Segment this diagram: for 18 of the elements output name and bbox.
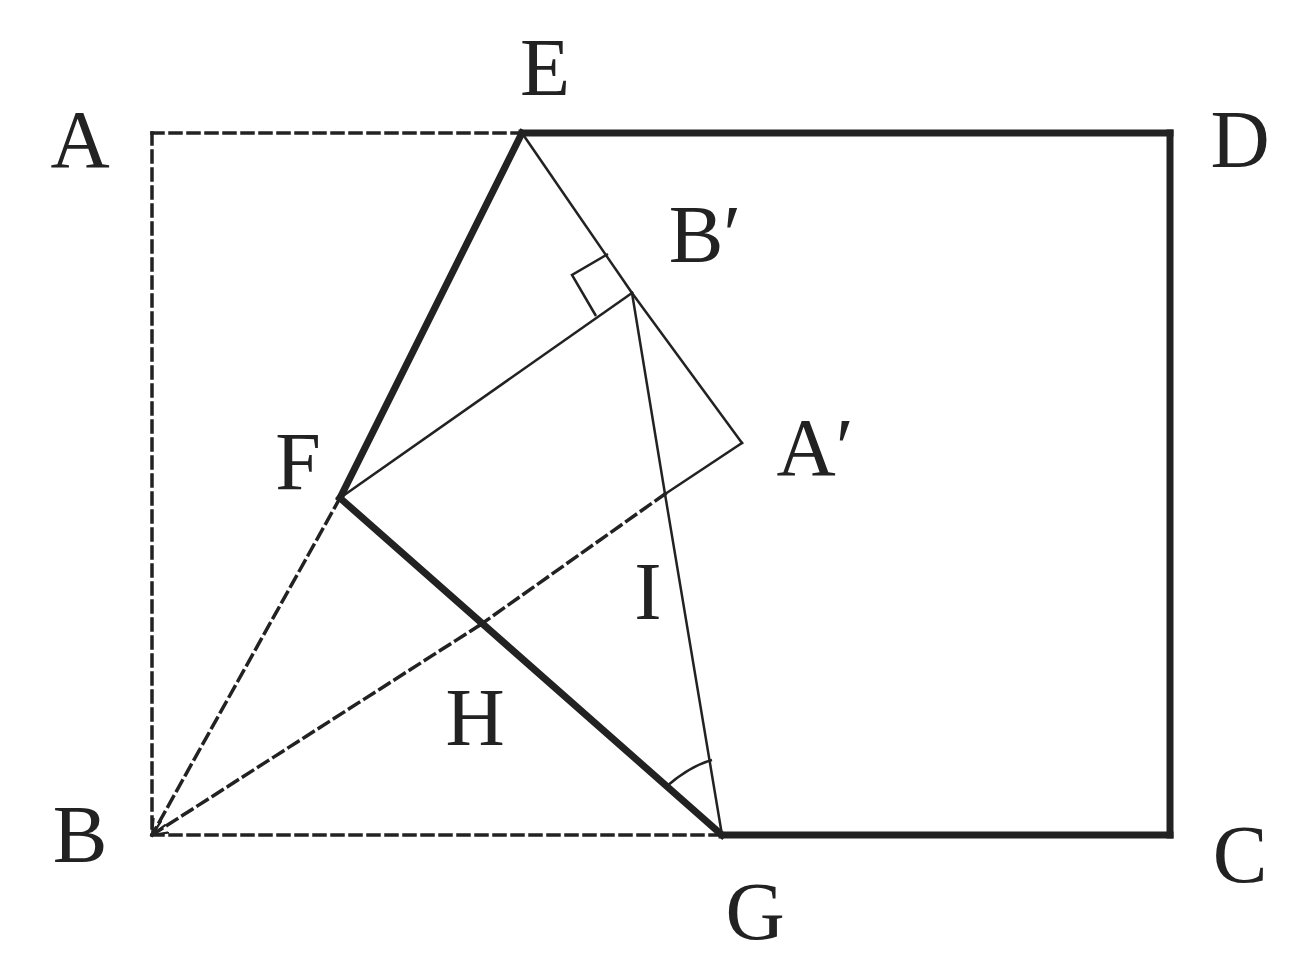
line-segment xyxy=(630,291,744,445)
line-segment xyxy=(630,291,667,496)
line-segment xyxy=(336,494,726,839)
point-label: E xyxy=(519,27,571,109)
line-segment xyxy=(663,441,744,496)
line-segment xyxy=(478,492,667,627)
point-label: D xyxy=(1210,99,1270,181)
point-label: G xyxy=(725,871,785,953)
line-segment xyxy=(336,129,526,502)
point-label: A′ xyxy=(776,407,854,489)
line-segment xyxy=(718,831,1174,839)
point-label: A xyxy=(50,99,110,181)
point-label: H xyxy=(445,677,505,759)
point-label: I xyxy=(634,551,662,633)
point-label: C xyxy=(1212,814,1268,896)
point-label: F xyxy=(275,421,321,503)
point-label: B′ xyxy=(668,194,742,276)
point-label: B xyxy=(52,794,108,876)
